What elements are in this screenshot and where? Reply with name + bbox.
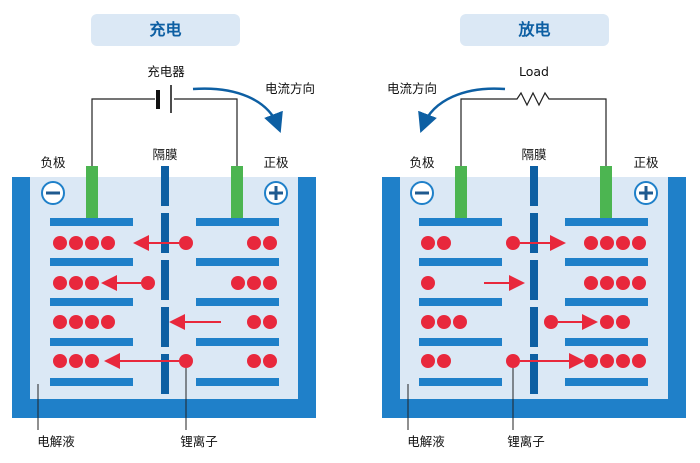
charging-negative-label: 负极 <box>40 155 66 170</box>
discharging-circuit-wire <box>460 91 607 168</box>
discharging-positive-tab <box>600 166 612 218</box>
charging-title-badge: 充电 <box>91 14 240 46</box>
charging-current-arrow <box>192 87 283 133</box>
charging-ion-label: 锂离子 <box>180 434 218 449</box>
charging-electrolyte-label: 电解液 <box>37 434 75 449</box>
discharging-negative-plates <box>419 218 502 386</box>
charging-positive-plates <box>196 218 279 386</box>
discharging-current-arrow <box>418 87 506 133</box>
discharging-ion-label: 锂离子 <box>507 434 545 449</box>
discharging-negative-ions <box>421 236 467 368</box>
discharging-positive-plates <box>565 218 648 386</box>
charging-positive-tab <box>231 166 243 218</box>
charging-separator-label: 隔膜 <box>152 147 177 162</box>
charging-negative-plates <box>50 218 133 386</box>
discharging-negative-tab <box>455 166 467 218</box>
discharging-ion-flow <box>484 235 598 369</box>
discharging-positive-ions <box>584 236 646 368</box>
charging-negative-ions <box>53 236 115 368</box>
discharging-positive-label: 正极 <box>633 155 659 170</box>
charging-negative-tab <box>86 166 98 218</box>
charging-ion-flow <box>101 235 221 369</box>
load-label: Load <box>519 64 549 79</box>
charging-circuit-wire <box>91 98 238 168</box>
charger-label: 充电器 <box>147 64 185 79</box>
discharging-separator-label: 隔膜 <box>521 147 546 162</box>
discharging-electrolyte-label: 电解液 <box>407 434 445 449</box>
discharging-current-label: 电流方向 <box>387 81 437 96</box>
discharging-diagram: Load 电流方向 负极 正极 隔膜 <box>382 64 686 449</box>
charging-positive-label: 正极 <box>263 155 289 170</box>
discharging-title-badge: 放电 <box>460 14 609 46</box>
charging-diagram: 充电器 电流方向 负极 正极 隔膜 <box>12 64 316 449</box>
charging-current-label: 电流方向 <box>265 81 315 96</box>
discharging-negative-label: 负极 <box>409 155 435 170</box>
charging-positive-ions <box>231 236 277 368</box>
